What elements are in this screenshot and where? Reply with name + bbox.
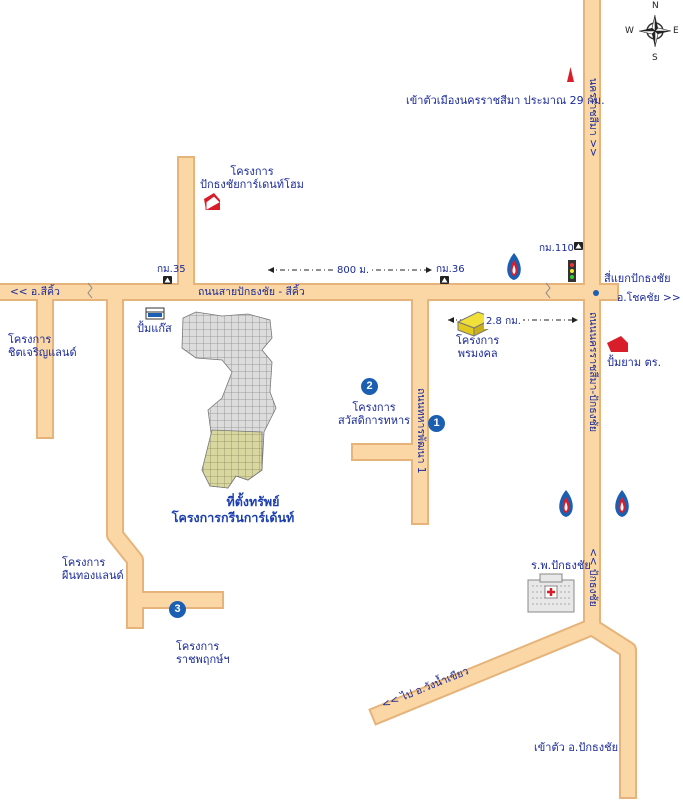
to-sikhio-label: << อ.สีคิ้ว (10, 286, 60, 298)
distance-800m: 800 ม. (335, 263, 372, 278)
distance-2-8km: 2.8 กม. (484, 314, 523, 329)
house-icon (204, 193, 221, 210)
highway-north-label: นครราชสีมา >> (587, 78, 599, 157)
gas-plant-icon (145, 307, 165, 320)
project-sit-charoen: โครงการ ชิตเจริญแลนด์ (8, 333, 77, 359)
highway-south-label: << ปักธงชัย (587, 548, 599, 607)
project-ratchaphruk: โครงการ ราชพฤกษ์ฯ (176, 640, 230, 666)
compass-s: S (652, 53, 658, 63)
compass-w: W (625, 26, 634, 36)
project-phin-thong: โครงการ ผืนทองแลนด์ (62, 556, 124, 582)
north-marker-icon (567, 67, 574, 82)
gas-station-icon (559, 490, 573, 517)
gas-plant-label: ปั้มแก๊ส (137, 322, 172, 335)
side-road-label: ถนนทหารพัฒนา 1 (415, 388, 427, 474)
junction-label: สี่แยกปักธงชัย (604, 272, 671, 285)
traffic-light-icon (568, 260, 576, 282)
site-title: ที่ตั้งทรัพย์ (226, 494, 280, 509)
km-36-label: กม.36 (436, 264, 465, 275)
km-35-label: กม.35 (157, 264, 186, 275)
pam-yam-label: ปั้มยาม ตร. (607, 356, 662, 369)
to-korat-label: เข้าตัวเมืองนครราชสีมา ประมาณ 29 กม. (406, 94, 605, 107)
project-phromkhon: โครงการ พรมงคล (456, 334, 500, 360)
bridge-west (87, 282, 93, 299)
project-sawat-thahan: โครงการ สวัสดิการทหาร (338, 401, 411, 427)
to-chokchai-label: อ.โชคชัย >> (617, 292, 681, 304)
house-icon-pam-yam (607, 336, 628, 352)
hospital-icon (527, 573, 575, 613)
compass-icon (638, 14, 672, 48)
compass-n: N (652, 1, 659, 11)
bridge-east (545, 282, 551, 299)
marker-badge-1: 1 (428, 415, 445, 432)
marker-badge-2: 2 (361, 378, 378, 395)
compass-e: E (673, 26, 679, 36)
km-110-label: กม.110 (539, 243, 574, 254)
marker-badge-3: 3 (169, 601, 186, 618)
to-city-label: เข้าตัว อ.ปักธงชัย (534, 741, 619, 754)
gas-station-icon (615, 490, 629, 517)
gas-station-icon (507, 253, 521, 280)
main-road-label: ถนนสายปักธงชัย - สีคิ้ว (198, 286, 305, 298)
hospital-label: ร.พ.ปักธงชัย (531, 559, 591, 572)
property-site-plan (181, 311, 277, 489)
highway-mid-label: ถนนนครราชสีมา-ปักธงชัย (587, 312, 599, 433)
junction-dot (593, 290, 599, 296)
project-garden-home: โครงการ ปักธงชัยการ์เดนท์โฮม (200, 165, 304, 191)
site-subtitle: โครงการกรีนการ์เด้นท์ (171, 510, 295, 525)
